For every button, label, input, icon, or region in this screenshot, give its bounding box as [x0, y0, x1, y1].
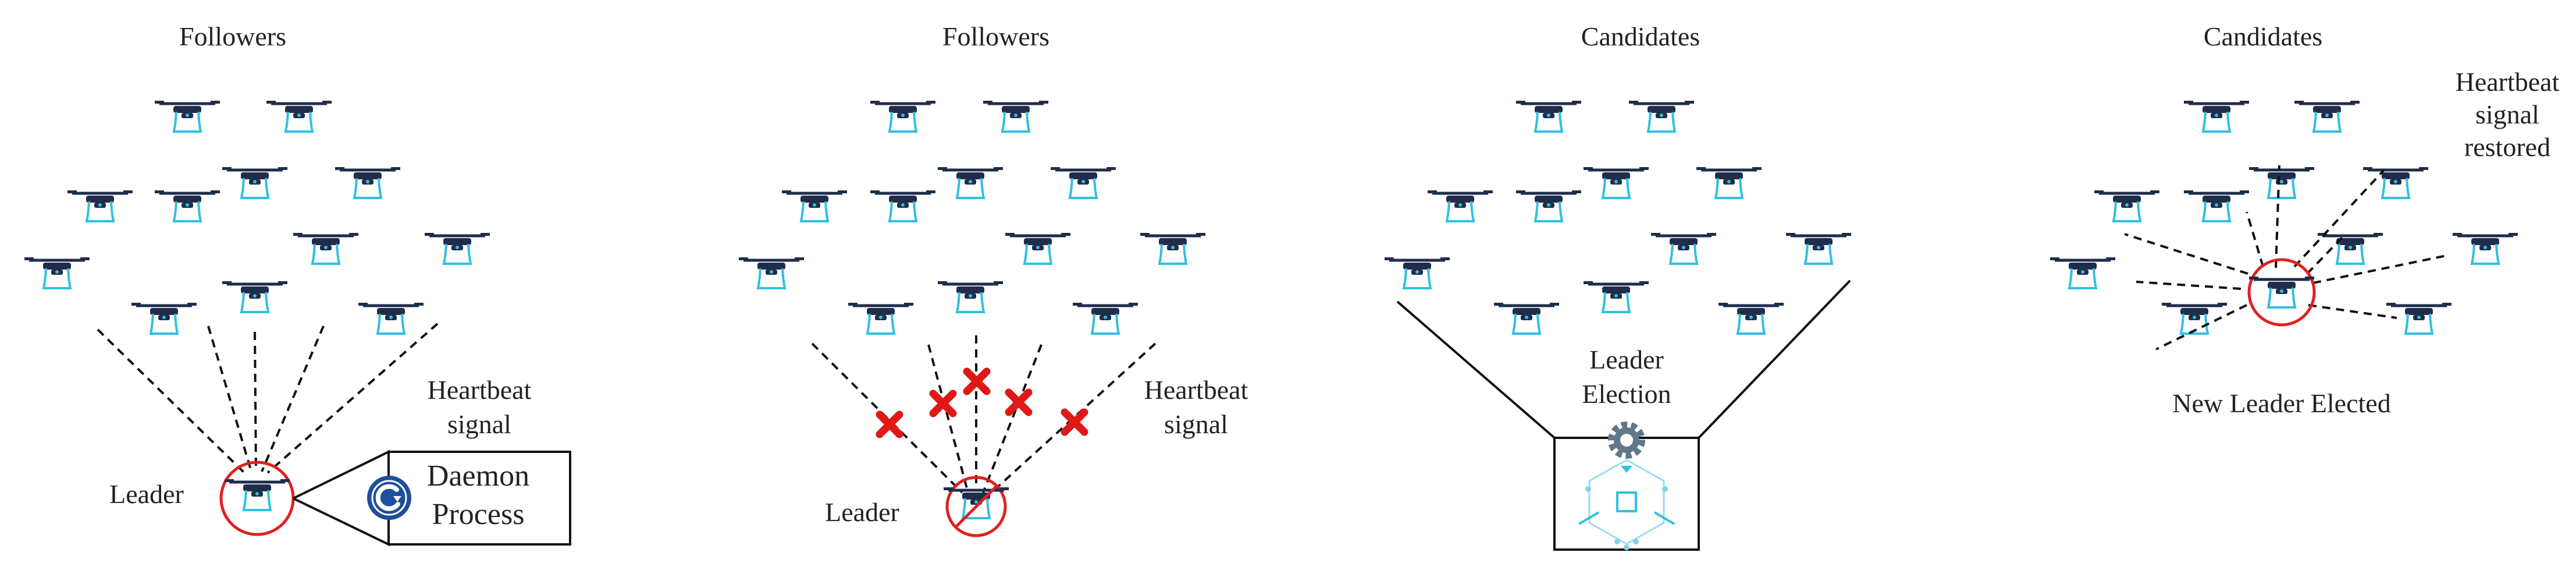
drone-icon [155, 190, 220, 221]
drone-icon [1428, 190, 1493, 221]
drone-icon [1584, 167, 1649, 198]
panel-2-heartbeat-label-2: signal [1164, 409, 1228, 439]
restored-label-1: Heartbeat [2456, 67, 2560, 97]
drone-icon [1629, 101, 1694, 132]
panel-4-candidates [2050, 101, 2518, 334]
daemon-label-2: Process [432, 498, 525, 531]
drone-icon [1786, 233, 1851, 264]
leader-drone-icon [225, 479, 290, 510]
drone-icon [293, 233, 358, 264]
restored-label-3: restored [2464, 132, 2550, 162]
drone-icon [222, 167, 287, 198]
panel-3-candidates [1385, 101, 1851, 334]
drone-icon [1385, 257, 1450, 288]
drone-icon [1651, 233, 1716, 264]
new-leader-label: New Leader Elected [2172, 388, 2390, 418]
x-mark-icon [1061, 408, 1088, 436]
election-callout [1396, 279, 1851, 551]
drone-icon [1494, 303, 1559, 334]
drone-icon [425, 233, 490, 264]
panel-1-title: Followers [179, 22, 286, 51]
drone-icon [739, 257, 804, 288]
drone-icon [1005, 233, 1070, 264]
drone-icon [2094, 190, 2159, 221]
daemon-process-icon [367, 476, 411, 520]
drone-icon [938, 281, 1003, 312]
drone-icon [1516, 190, 1581, 221]
panel-2-heartbeat-lines [811, 335, 1157, 495]
new-leader-drone-icon [2249, 277, 2314, 307]
panel-3: Candidates [1385, 22, 1851, 551]
drone-icon [335, 167, 400, 198]
drone-icon [1696, 167, 1762, 198]
x-mark-icon [929, 390, 957, 417]
drone-icon [782, 190, 847, 221]
drone-icon [266, 101, 332, 132]
drone-icon [1584, 281, 1649, 312]
failed-leader-ring [945, 476, 1007, 537]
panel-4-title: Candidates [2204, 22, 2322, 51]
drone-icon [131, 303, 197, 334]
restored-label-2: signal [2475, 100, 2539, 129]
drone-icon [1051, 167, 1116, 198]
panel-1-heartbeat-lines [97, 323, 439, 474]
drone-icon [2184, 101, 2249, 132]
panel-4: Candidates New Leader Elec [2050, 22, 2560, 418]
drone-icon [1073, 303, 1138, 334]
drone-icon [2162, 303, 2227, 334]
panel-2-heartbeat-label-1: Heartbeat [1144, 375, 1248, 405]
x-mark-icon [876, 410, 903, 438]
drone-icon [848, 303, 913, 334]
drone-icon [1140, 233, 1205, 264]
panel-1: Followers Leader Heartbeat signal [24, 22, 571, 547]
panel-1-leader-label: Leader [109, 479, 184, 509]
drone-icon [2318, 233, 2383, 264]
panel-1-followers [24, 101, 490, 334]
election-label-1: Leader [1589, 345, 1664, 374]
drone-icon [870, 190, 935, 221]
drone-icon [1718, 303, 1784, 334]
drone-icon [938, 167, 1003, 198]
panel-2-leader-label: Leader [825, 497, 899, 527]
drone-icon [1516, 101, 1581, 132]
x-mark-icon [963, 367, 991, 395]
panel-2: Followers [739, 22, 1248, 537]
gear-icon [1608, 422, 1645, 459]
drone-icon [2294, 101, 2360, 132]
x-mark-icon [1005, 388, 1033, 416]
new-leader-ring [2247, 258, 2316, 327]
panel-3-title: Candidates [1581, 22, 1700, 51]
drone-icon [155, 101, 220, 132]
panel-1-heartbeat-label-1: Heartbeat [428, 375, 532, 405]
failed-leader-drone-icon [944, 487, 1009, 518]
panel-1-heartbeat-label-2: signal [447, 409, 511, 439]
drone-icon [870, 101, 935, 132]
election-label-2: Election [1582, 379, 1671, 409]
leader-ring [219, 461, 295, 536]
panel-2-title: Followers [942, 22, 1049, 51]
drone-icon [2453, 233, 2518, 264]
drone-icon [67, 190, 133, 221]
drone-icon [222, 281, 287, 312]
drone-icon [2050, 257, 2115, 288]
daemon-callout: Daemon Process [293, 449, 571, 547]
panel-4-heartbeat-lines [2124, 165, 2450, 351]
drone-icon [24, 257, 90, 288]
leader-failed-slash [954, 484, 998, 529]
panel-2-followers [739, 101, 1205, 334]
drone-icon [2184, 190, 2249, 221]
heartbeat-failure-marks [876, 367, 1088, 438]
drone-icon [983, 101, 1048, 132]
daemon-label-1: Daemon [427, 459, 529, 493]
drone-icon [358, 303, 424, 334]
drone-icon [2249, 167, 2314, 198]
election-icon [1578, 459, 1675, 550]
